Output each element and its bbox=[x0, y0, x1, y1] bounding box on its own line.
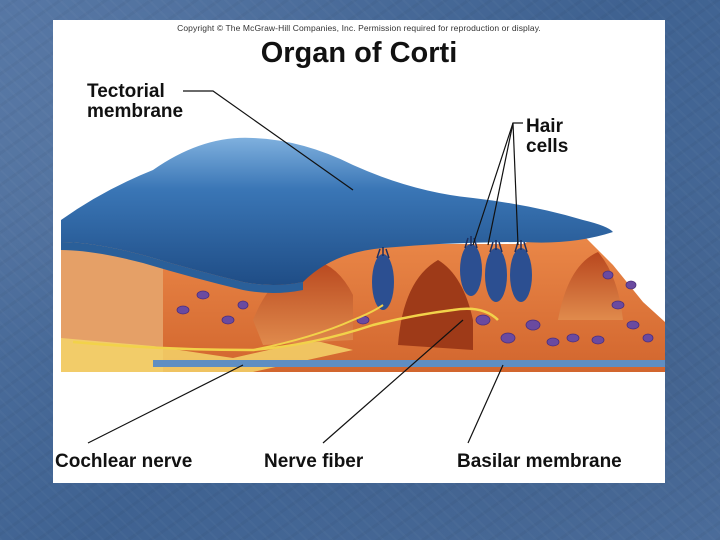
outer-cavity bbox=[558, 252, 623, 320]
diagram-title: Organ of Corti bbox=[260, 37, 458, 69]
nerve-fiber-path-2 bbox=[252, 304, 384, 351]
outer-hair-cells bbox=[460, 236, 532, 302]
label-basilar-membrane: Basilar membrane bbox=[457, 451, 622, 472]
label-tectorial-line1: Tectorial bbox=[87, 81, 165, 102]
leader-lines bbox=[87, 90, 523, 444]
tectorial-membrane-shape bbox=[61, 137, 613, 285]
figure-panel: Copyright © The McGraw-Hill Companies, I… bbox=[53, 20, 665, 483]
copyright-notice: Copyright © The McGraw-Hill Companies, I… bbox=[177, 23, 541, 33]
basilar-membrane-shape bbox=[153, 360, 665, 367]
nerve-fiber-path bbox=[72, 307, 499, 352]
inner-hair-cell bbox=[372, 247, 394, 310]
label-hair-cells: Hair cells bbox=[526, 117, 568, 157]
label-tectorial-line2: membrane bbox=[87, 101, 184, 122]
left-cross-section bbox=[61, 235, 163, 372]
organ-of-corti-illustration bbox=[61, 90, 665, 444]
cell-nuclei bbox=[176, 270, 654, 347]
label-cochlear-nerve: Cochlear nerve bbox=[55, 451, 193, 472]
label-tectorial-membrane: Tectorial membrane bbox=[87, 82, 183, 122]
label-hair-line2: cells bbox=[526, 136, 569, 157]
label-hair-line1: Hair bbox=[526, 116, 563, 137]
tectorial-membrane-edge bbox=[61, 242, 303, 293]
label-nerve-fiber: Nerve fiber bbox=[264, 451, 364, 472]
